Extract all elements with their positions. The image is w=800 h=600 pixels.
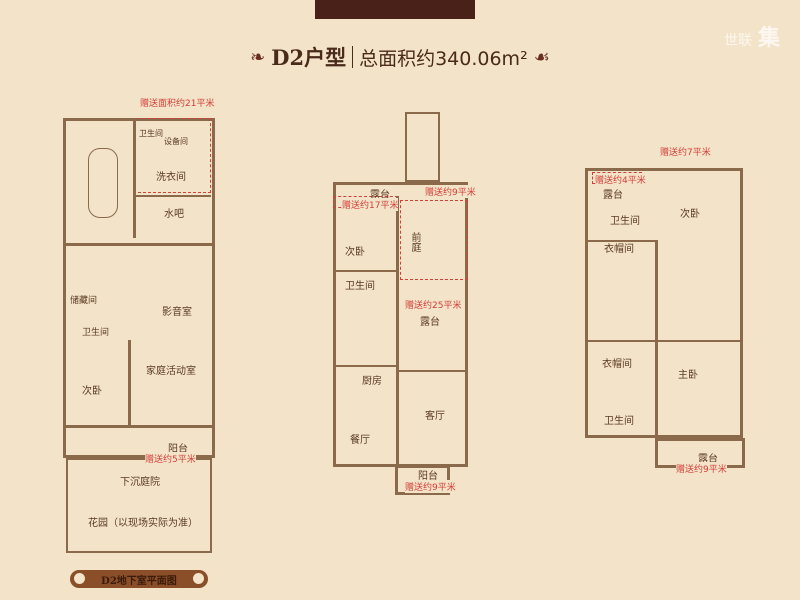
watermark: 世联集 bbox=[723, 26, 780, 51]
room-label: 衣帽间 bbox=[602, 359, 632, 370]
gift-label: 赠送约25平米 bbox=[405, 298, 462, 311]
plan-caption: D2地下室平面图 bbox=[70, 570, 208, 588]
room-label: 次卧 bbox=[680, 209, 700, 220]
ornament-left-icon: ❧ bbox=[250, 46, 266, 68]
room-label: 露台 bbox=[420, 317, 440, 328]
gift-label: 赠送约7平米 bbox=[660, 145, 711, 158]
room-label: 露台 bbox=[370, 190, 390, 201]
room-label: 露台 bbox=[698, 454, 718, 465]
upper-walls bbox=[585, 168, 743, 438]
room-label: 前庭 bbox=[409, 232, 420, 252]
gift-label: 赠送约17平米 bbox=[342, 198, 399, 211]
gift-label: 赠送约9平米 bbox=[405, 480, 456, 493]
gift-label: 赠送约4平米 bbox=[595, 173, 646, 186]
gift-label: 赠送约5平米 bbox=[145, 452, 196, 465]
room-label: 洗衣间 bbox=[156, 172, 186, 183]
room-label: 餐厅 bbox=[350, 435, 370, 446]
gift-label: 赠送约9平米 bbox=[676, 462, 727, 475]
ornament-right-icon: ☙ bbox=[533, 46, 550, 68]
page-title: ❧ D2户型 总面积约340.06m² ☙ bbox=[230, 40, 570, 74]
room-label: 次卧 bbox=[82, 386, 102, 397]
room-label: 次卧 bbox=[345, 247, 365, 258]
room-label: 储藏间 bbox=[70, 296, 98, 306]
gift-label: 赠送面积约21平米 bbox=[140, 96, 215, 109]
top-banner bbox=[315, 0, 475, 19]
room-label: 厨房 bbox=[362, 376, 382, 387]
room-label: 主卧 bbox=[678, 370, 698, 381]
room-label: 卫生间 bbox=[604, 416, 634, 427]
room-label: 卫生间 bbox=[82, 328, 110, 338]
model-name: D2户型 bbox=[271, 45, 347, 70]
room-label: 阳台 bbox=[168, 444, 188, 455]
divider bbox=[352, 46, 354, 68]
room-label: 下沉庭院 bbox=[120, 477, 160, 488]
gift-outline bbox=[400, 200, 468, 280]
room-label: 花园（以现场实际为准） bbox=[88, 518, 198, 529]
room-label: 阳台 bbox=[418, 471, 438, 482]
total-area: 总面积约340.06m² bbox=[359, 47, 528, 70]
room-label: 衣帽间 bbox=[604, 244, 634, 255]
room-label: 卫生间 bbox=[610, 216, 640, 227]
stairs bbox=[405, 112, 440, 182]
room-label: 卫生间 bbox=[139, 129, 163, 138]
room-label: 家庭活动室 bbox=[146, 366, 196, 377]
room-label: 客厅 bbox=[425, 411, 445, 422]
garden-boundary bbox=[66, 458, 212, 553]
room-label: 影音室 bbox=[162, 307, 192, 318]
room-label: 卫生间 bbox=[345, 281, 375, 292]
gift-label: 赠送约9平米 bbox=[425, 185, 476, 198]
room-label: 设备间 bbox=[164, 137, 188, 146]
basement-walls bbox=[63, 118, 215, 458]
car-icon bbox=[88, 148, 118, 218]
room-label: 水吧 bbox=[164, 209, 184, 220]
room-label: 露台 bbox=[603, 190, 623, 201]
